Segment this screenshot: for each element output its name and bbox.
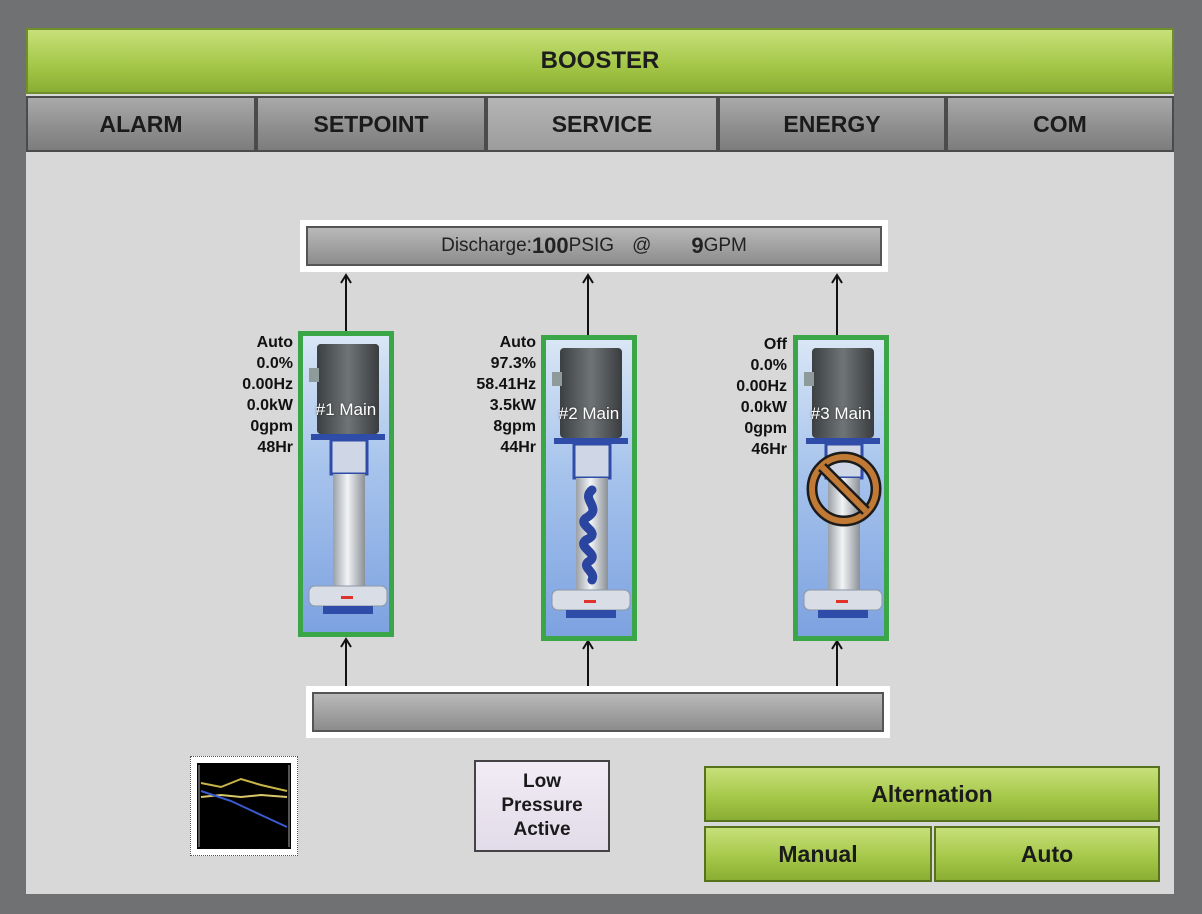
suction-arrow-2 [582,639,594,692]
pump-2-power: 3.5kW [489,397,536,414]
alternation-manual-button[interactable]: Manual [704,826,932,882]
pump-3-speed: 0.0% [750,357,787,374]
pump-2-stats: Auto 97.3% 58.41Hz 3.5kW 8gpm 44Hr [406,332,536,458]
pump-3-power: 0.0kW [740,399,787,416]
suction-arrow-1 [340,637,352,692]
discharge-at: @ [632,235,652,256]
pump-3-stats: Off 0.0% 0.00Hz 0.0kW 0gpm 46Hr [657,334,787,460]
pump-1-flow: 0gpm [250,418,293,435]
discharge-readout: Discharge: 100 PSIG @ 9 GPM [306,226,882,266]
pump-3-graphic [803,348,883,618]
pump-1[interactable]: #1 Main [298,331,394,637]
pump-3-hours: 46Hr [751,441,787,458]
pump-1-mode: Auto [256,334,293,351]
pump-2-label: #2 Main [558,404,620,423]
low-pressure-line2: Pressure [501,795,583,816]
alternation-auto-button[interactable]: Auto [934,826,1160,882]
tab-alarm[interactable]: ALARM [26,96,256,152]
pump-2[interactable]: #2 Main [541,335,637,641]
tab-bar: ALARM SETPOINT SERVICE ENERGY COM [26,96,1174,152]
discharge-flow-unit: GPM [703,235,747,256]
discharge-arrow-3 [831,273,843,336]
pump-1-speed: 0.0% [256,355,293,372]
trend-chart-icon [197,763,291,849]
trend-button[interactable] [190,756,298,856]
pump-3-label: #3 Main [810,404,872,423]
page-title: BOOSTER [26,28,1174,94]
discharge-label: Discharge: [441,235,532,256]
alternation-title: Alternation [704,766,1160,822]
low-pressure-indicator[interactable]: Low Pressure Active [474,760,610,852]
pump-2-flow: 8gpm [493,418,536,435]
discharge-pressure: 100 [531,233,569,258]
pump-1-hours: 48Hr [257,439,293,456]
discharge-pressure-unit: PSIG [568,235,615,256]
tab-setpoint[interactable]: SETPOINT [256,96,486,152]
pump-1-stats: Auto 0.0% 0.00Hz 0.0kW 0gpm 48Hr [163,332,293,458]
low-pressure-line1: Low [523,771,561,792]
pump-2-graphic [551,348,631,618]
pump-1-frequency: 0.00Hz [242,376,293,393]
tab-energy[interactable]: ENERGY [718,96,946,152]
pump-3-flow: 0gpm [744,420,787,437]
pump-3-mode: Off [763,336,787,353]
discharge-arrow-2 [582,273,594,336]
pump-3-frequency: 0.00Hz [736,378,787,395]
tab-service[interactable]: SERVICE [486,96,718,152]
pump-2-speed: 97.3% [490,355,536,372]
pump-1-label: #1 Main [315,400,377,419]
discharge-flow: 9 [691,233,704,258]
pump-2-frequency: 58.41Hz [476,376,536,393]
pump-1-power: 0.0kW [246,397,293,414]
prohibited-icon [806,451,882,527]
discharge-arrow-1 [340,273,352,334]
pump-2-mode: Auto [499,334,536,351]
tab-com[interactable]: COM [946,96,1174,152]
suction-arrow-3 [831,639,843,692]
low-pressure-line3: Active [513,819,571,840]
pump-2-hours: 44Hr [500,439,536,456]
pump-1-graphic [308,344,388,614]
pump-3[interactable]: #3 Main [793,335,889,641]
suction-manifold [312,692,884,732]
